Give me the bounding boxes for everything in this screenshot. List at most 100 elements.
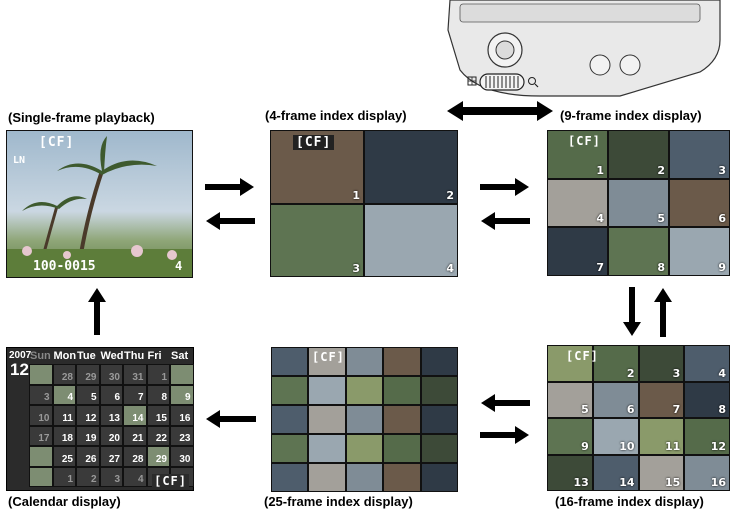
calendar-day-cell[interactable]: 1 — [146, 364, 170, 385]
thumbnail[interactable] — [309, 435, 345, 462]
calendar-day-cell[interactable]: 7 — [123, 384, 147, 405]
thumbnail[interactable]: 3 — [271, 204, 363, 276]
thumbnail[interactable] — [272, 348, 308, 375]
thumbnail[interactable] — [421, 464, 457, 491]
calendar-day-cell[interactable]: 27 — [99, 446, 123, 467]
thumbnail[interactable]: 6 — [593, 382, 638, 417]
thumbnail[interactable] — [309, 406, 345, 433]
calendar-day-cell[interactable]: 22 — [146, 425, 170, 446]
calendar-day-cell[interactable]: 30 — [99, 364, 123, 385]
calendar-day-cell[interactable]: 31 — [123, 364, 147, 385]
calendar-day-cell[interactable]: 19 — [76, 425, 100, 446]
thumbnail[interactable] — [309, 464, 345, 491]
arrow-left-icon — [206, 212, 255, 230]
thumbnail[interactable] — [272, 377, 308, 404]
thumbnail[interactable] — [346, 464, 383, 491]
thumbnail[interactable]: 12 — [685, 419, 729, 454]
calendar-day-cell[interactable]: 5 — [76, 384, 100, 405]
calendar-day-cell[interactable]: 23 — [170, 425, 194, 446]
thumbnail[interactable] — [384, 348, 420, 375]
thumbnail[interactable] — [421, 348, 457, 375]
calendar-day-cell[interactable] — [29, 466, 53, 487]
thumbnail[interactable] — [346, 406, 383, 433]
thumbnail[interactable]: 5 — [548, 382, 592, 417]
thumbnail[interactable] — [421, 406, 457, 433]
thumbnail[interactable]: 5 — [609, 179, 668, 227]
thumbnail[interactable]: 2 — [609, 131, 668, 178]
caption-twentyfive: (25-frame index display) — [264, 494, 413, 509]
calendar-day-cell[interactable]: 25 — [52, 446, 76, 467]
thumbnail[interactable]: 4 — [548, 179, 607, 227]
calendar-day-cell[interactable]: 20 — [99, 425, 123, 446]
calendar-day-cell[interactable]: 8 — [146, 384, 170, 405]
calendar-day-cell[interactable] — [29, 364, 53, 385]
thumbnail[interactable]: 7 — [639, 382, 684, 417]
thumbnail[interactable] — [346, 348, 383, 375]
calendar-day-cell[interactable]: 13 — [99, 405, 123, 426]
thumbnail[interactable]: 14 — [593, 455, 638, 490]
thumbnail[interactable] — [384, 435, 420, 462]
thumbnail[interactable] — [272, 464, 308, 491]
thumbnail[interactable] — [548, 346, 592, 381]
arrow-right-icon — [205, 178, 254, 196]
thumbnail[interactable] — [309, 348, 345, 375]
thumbnail[interactable] — [272, 435, 308, 462]
thumbnail[interactable] — [384, 464, 420, 491]
calendar-day-cell[interactable]: 26 — [76, 446, 100, 467]
calendar-day-cell[interactable]: 18 — [52, 425, 76, 446]
calendar-day-cell[interactable] — [170, 364, 194, 385]
calendar-day-cell[interactable]: 29 — [76, 364, 100, 385]
thumbnail[interactable]: 3 — [639, 346, 684, 381]
calendar-day-cell[interactable]: 1 — [52, 466, 76, 487]
thumbnail[interactable] — [309, 377, 345, 404]
calendar-day-cell[interactable]: 29 — [146, 446, 170, 467]
thumbnail[interactable]: 4 — [685, 346, 729, 381]
thumbnail-number: 10 — [619, 439, 635, 453]
thumbnail[interactable] — [421, 435, 457, 462]
thumbnail[interactable] — [384, 377, 420, 404]
thumbnail[interactable] — [346, 435, 383, 462]
calendar-day-number: 31 — [132, 371, 144, 383]
thumbnail[interactable]: 1 — [548, 131, 607, 178]
thumbnail[interactable]: 10 — [593, 419, 638, 454]
thumbnail[interactable]: 2 — [365, 131, 457, 203]
thumbnail[interactable]: 4 — [365, 204, 457, 276]
calendar-day-cell[interactable]: 4 — [123, 466, 147, 487]
calendar-day-cell[interactable]: 4 — [52, 384, 76, 405]
calendar-day-cell[interactable]: 2 — [76, 466, 100, 487]
calendar-day-cell[interactable]: 11 — [52, 405, 76, 426]
thumbnail[interactable]: 2 — [593, 346, 638, 381]
thumbnail[interactable]: 16 — [685, 455, 729, 490]
calendar-day-cell[interactable]: 10 — [29, 405, 53, 426]
thumbnail[interactable] — [272, 406, 308, 433]
thumbnail[interactable]: 8 — [609, 228, 668, 275]
thumbnail[interactable] — [421, 377, 457, 404]
calendar-day-cell[interactable]: 28 — [52, 364, 76, 385]
calendar-day-cell[interactable]: 28 — [123, 446, 147, 467]
thumbnail[interactable]: 7 — [548, 228, 607, 275]
calendar-day-cell[interactable]: 17 — [29, 425, 53, 446]
calendar-day-cell[interactable]: 3 — [29, 384, 53, 405]
thumbnail[interactable]: 11 — [639, 419, 684, 454]
calendar-day-cell[interactable]: 3 — [99, 466, 123, 487]
calendar-day-cell[interactable]: 9 — [170, 384, 194, 405]
calendar-day-cell[interactable]: 16 — [170, 405, 194, 426]
thumbnail[interactable] — [384, 406, 420, 433]
calendar-day-cell[interactable]: 14 — [123, 405, 147, 426]
thumbnail[interactable]: 15 — [639, 455, 684, 490]
calendar-day-cell[interactable]: 21 — [123, 425, 147, 446]
thumbnail[interactable]: 13 — [548, 455, 592, 490]
thumbnail[interactable]: 3 — [670, 131, 729, 178]
thumbnail[interactable]: 8 — [685, 382, 729, 417]
calendar-day-cell[interactable]: 6 — [99, 384, 123, 405]
calendar-day-cell[interactable] — [29, 446, 53, 467]
calendar-day-cell[interactable]: 12 — [76, 405, 100, 426]
calendar-day-number: 3 — [114, 474, 120, 485]
thumbnail[interactable]: 9 — [548, 419, 592, 454]
thumbnail[interactable] — [346, 377, 383, 404]
thumbnail[interactable]: 9 — [670, 228, 729, 275]
calendar-day-cell[interactable]: 30 — [170, 446, 194, 467]
calendar-day-cell[interactable]: 15 — [146, 405, 170, 426]
thumbnail[interactable]: 6 — [670, 179, 729, 227]
